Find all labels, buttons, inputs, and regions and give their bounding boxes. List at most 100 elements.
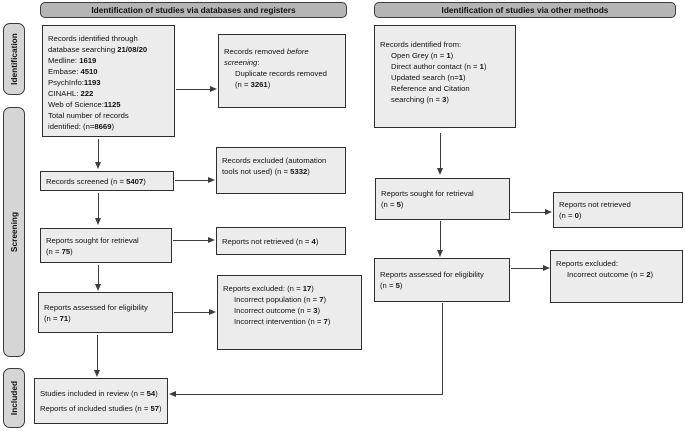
text-segment: 3 bbox=[313, 306, 318, 315]
text-segment: ) bbox=[446, 95, 449, 104]
text-line: Reports sought for retrieval bbox=[46, 235, 167, 246]
text-segment: tools not used) (n = bbox=[222, 167, 291, 176]
text-segment: Reports assessed for eligibility bbox=[44, 302, 148, 312]
box-records-identified-other: Records identified from: Open Grey (n = 1… bbox=[374, 25, 516, 128]
text-line: searching (n = 3) bbox=[380, 94, 511, 105]
text-segment: 1125 bbox=[103, 100, 121, 109]
text-segment: Incorrect outcome (n = bbox=[567, 270, 647, 279]
arrowhead-right-icon bbox=[209, 309, 216, 316]
arrow-line bbox=[511, 212, 546, 214]
text-segment: ) bbox=[317, 306, 321, 315]
arrowhead-right-icon bbox=[545, 209, 552, 216]
text-segment: Records identified from: bbox=[380, 40, 462, 49]
text-segment: 5 bbox=[395, 281, 400, 290]
text-segment: 75 bbox=[61, 246, 71, 256]
box-reports-assessed-eligibility-databases: Reports assessed for eligibility(n = 71) bbox=[38, 292, 173, 333]
box-records-screened: Records screened (n = 5407) bbox=[40, 171, 174, 191]
text-segment: ) bbox=[267, 80, 271, 89]
text-line: Reports assessed for eligibility bbox=[380, 269, 505, 280]
text-segment: 17 bbox=[302, 284, 312, 293]
text-line: Web of Science:1125 bbox=[48, 99, 170, 110]
text-line: Incorrect population (n = 7) bbox=[223, 294, 357, 305]
text-segment: ) bbox=[311, 284, 314, 293]
box-reports-not-retrieved-databases: Reports not retrieved (n = 4) bbox=[216, 227, 346, 255]
text-segment: screening bbox=[224, 58, 258, 67]
arrowhead-right-icon bbox=[208, 237, 215, 244]
stage-label-included-text: Included bbox=[9, 380, 19, 416]
arrowhead-down-icon bbox=[95, 284, 102, 291]
text-segment: (n = bbox=[46, 246, 62, 256]
text-segment: 7 bbox=[319, 295, 324, 304]
text-segment: Incorrect population (n = bbox=[234, 295, 320, 304]
text-segment: Records excluded (automation bbox=[222, 156, 327, 165]
text-line: Reference and Citation bbox=[380, 83, 511, 94]
text-segment: PsychInfo: bbox=[48, 78, 84, 87]
text-line: Direct author contact (n = 1) bbox=[380, 61, 511, 72]
text-segment: 3261 bbox=[250, 80, 268, 89]
arrowhead-down-icon bbox=[95, 162, 102, 169]
stage-label-included: Included bbox=[3, 368, 25, 428]
text-line: CINAHL: 222 bbox=[48, 88, 170, 99]
text-segment: ) bbox=[483, 62, 487, 71]
arrowhead-down-icon bbox=[437, 168, 444, 175]
text-line: (n = 5) bbox=[380, 280, 505, 291]
text-line: (n = 5) bbox=[381, 199, 505, 210]
text-line: (n = 75) bbox=[46, 246, 167, 257]
text-segment: 1 bbox=[479, 62, 484, 71]
text-line: Total number of records bbox=[48, 110, 170, 121]
text-line: Records excluded (automation bbox=[222, 155, 341, 166]
text-line: Records removed before bbox=[224, 46, 341, 57]
box-reports-excluded-other: Reports excluded:Incorrect outcome (n = … bbox=[550, 250, 683, 303]
text-line: database searching 21/08/20 bbox=[48, 44, 170, 55]
arrow-line bbox=[175, 180, 209, 182]
text-line: Medline: 1619 bbox=[48, 55, 170, 66]
text-segment: ) bbox=[315, 236, 319, 246]
text-segment: Studies included in review (n = bbox=[40, 388, 147, 398]
connector-vertical-line bbox=[442, 303, 444, 395]
text-line: Reports excluded: (n = 17) bbox=[223, 283, 357, 294]
box-reports-sought-retrieval-other: Reports sought for retrieval(n = 5) bbox=[375, 178, 510, 220]
text-line: Embase: 4510 bbox=[48, 66, 170, 77]
arrow-line bbox=[97, 335, 99, 371]
text-segment: Reports not retrieved (n = bbox=[222, 236, 312, 246]
text-segment: 1619 bbox=[79, 56, 97, 65]
text-segment: Incorrect intervention (n = bbox=[234, 317, 324, 326]
text-segment: (n = bbox=[380, 281, 396, 290]
text-segment: (n = bbox=[44, 313, 60, 323]
text-segment: Reports sought for retrieval bbox=[381, 189, 474, 198]
text-segment: ) bbox=[327, 317, 331, 326]
text-segment: ) bbox=[400, 200, 404, 209]
arrow-line bbox=[440, 221, 442, 251]
arrow-line bbox=[98, 193, 100, 219]
text-segment: Reports not retrieved bbox=[559, 200, 631, 209]
text-segment: ) bbox=[111, 122, 115, 131]
text-segment: Web of Science: bbox=[48, 100, 104, 109]
text-line: Records screened (n = 5407) bbox=[46, 176, 169, 187]
arrowhead-down-icon bbox=[95, 218, 102, 225]
text-line: Incorrect intervention (n = 7) bbox=[223, 316, 357, 327]
connector-horizontal-line bbox=[176, 394, 443, 396]
text-segment: ) bbox=[70, 246, 73, 256]
arrowhead-right-icon bbox=[208, 177, 215, 184]
text-line: Incorrect outcome (n = 2) bbox=[556, 269, 678, 280]
text-line: PsychInfo:1193 bbox=[48, 77, 170, 88]
text-segment: 1 bbox=[446, 51, 451, 60]
text-segment: Open Grey (n = bbox=[391, 51, 447, 60]
text-segment: 8669 bbox=[94, 122, 112, 131]
text-segment: ) bbox=[159, 404, 162, 414]
text-segment: 0 bbox=[574, 211, 579, 220]
text-segment: Updated search (n= bbox=[391, 73, 459, 82]
text-line: Studies included in review (n = 54) bbox=[40, 388, 163, 399]
text-line: (n = 71) bbox=[44, 313, 168, 324]
header-other-methods: Identification of studies via other meth… bbox=[374, 2, 676, 18]
text-segment: Reports excluded: bbox=[556, 259, 618, 268]
text-line: Incorrect outcome (n = 3) bbox=[223, 305, 357, 316]
text-segment: 21/08/20 bbox=[117, 45, 148, 54]
header-databases-registers: Identification of studies via databases … bbox=[40, 2, 347, 18]
arrowhead-down-icon bbox=[94, 370, 101, 377]
text-line: Records identified through bbox=[48, 33, 170, 44]
text-segment: Total number of records bbox=[48, 111, 129, 120]
stage-label-screening: Screening bbox=[3, 107, 25, 357]
